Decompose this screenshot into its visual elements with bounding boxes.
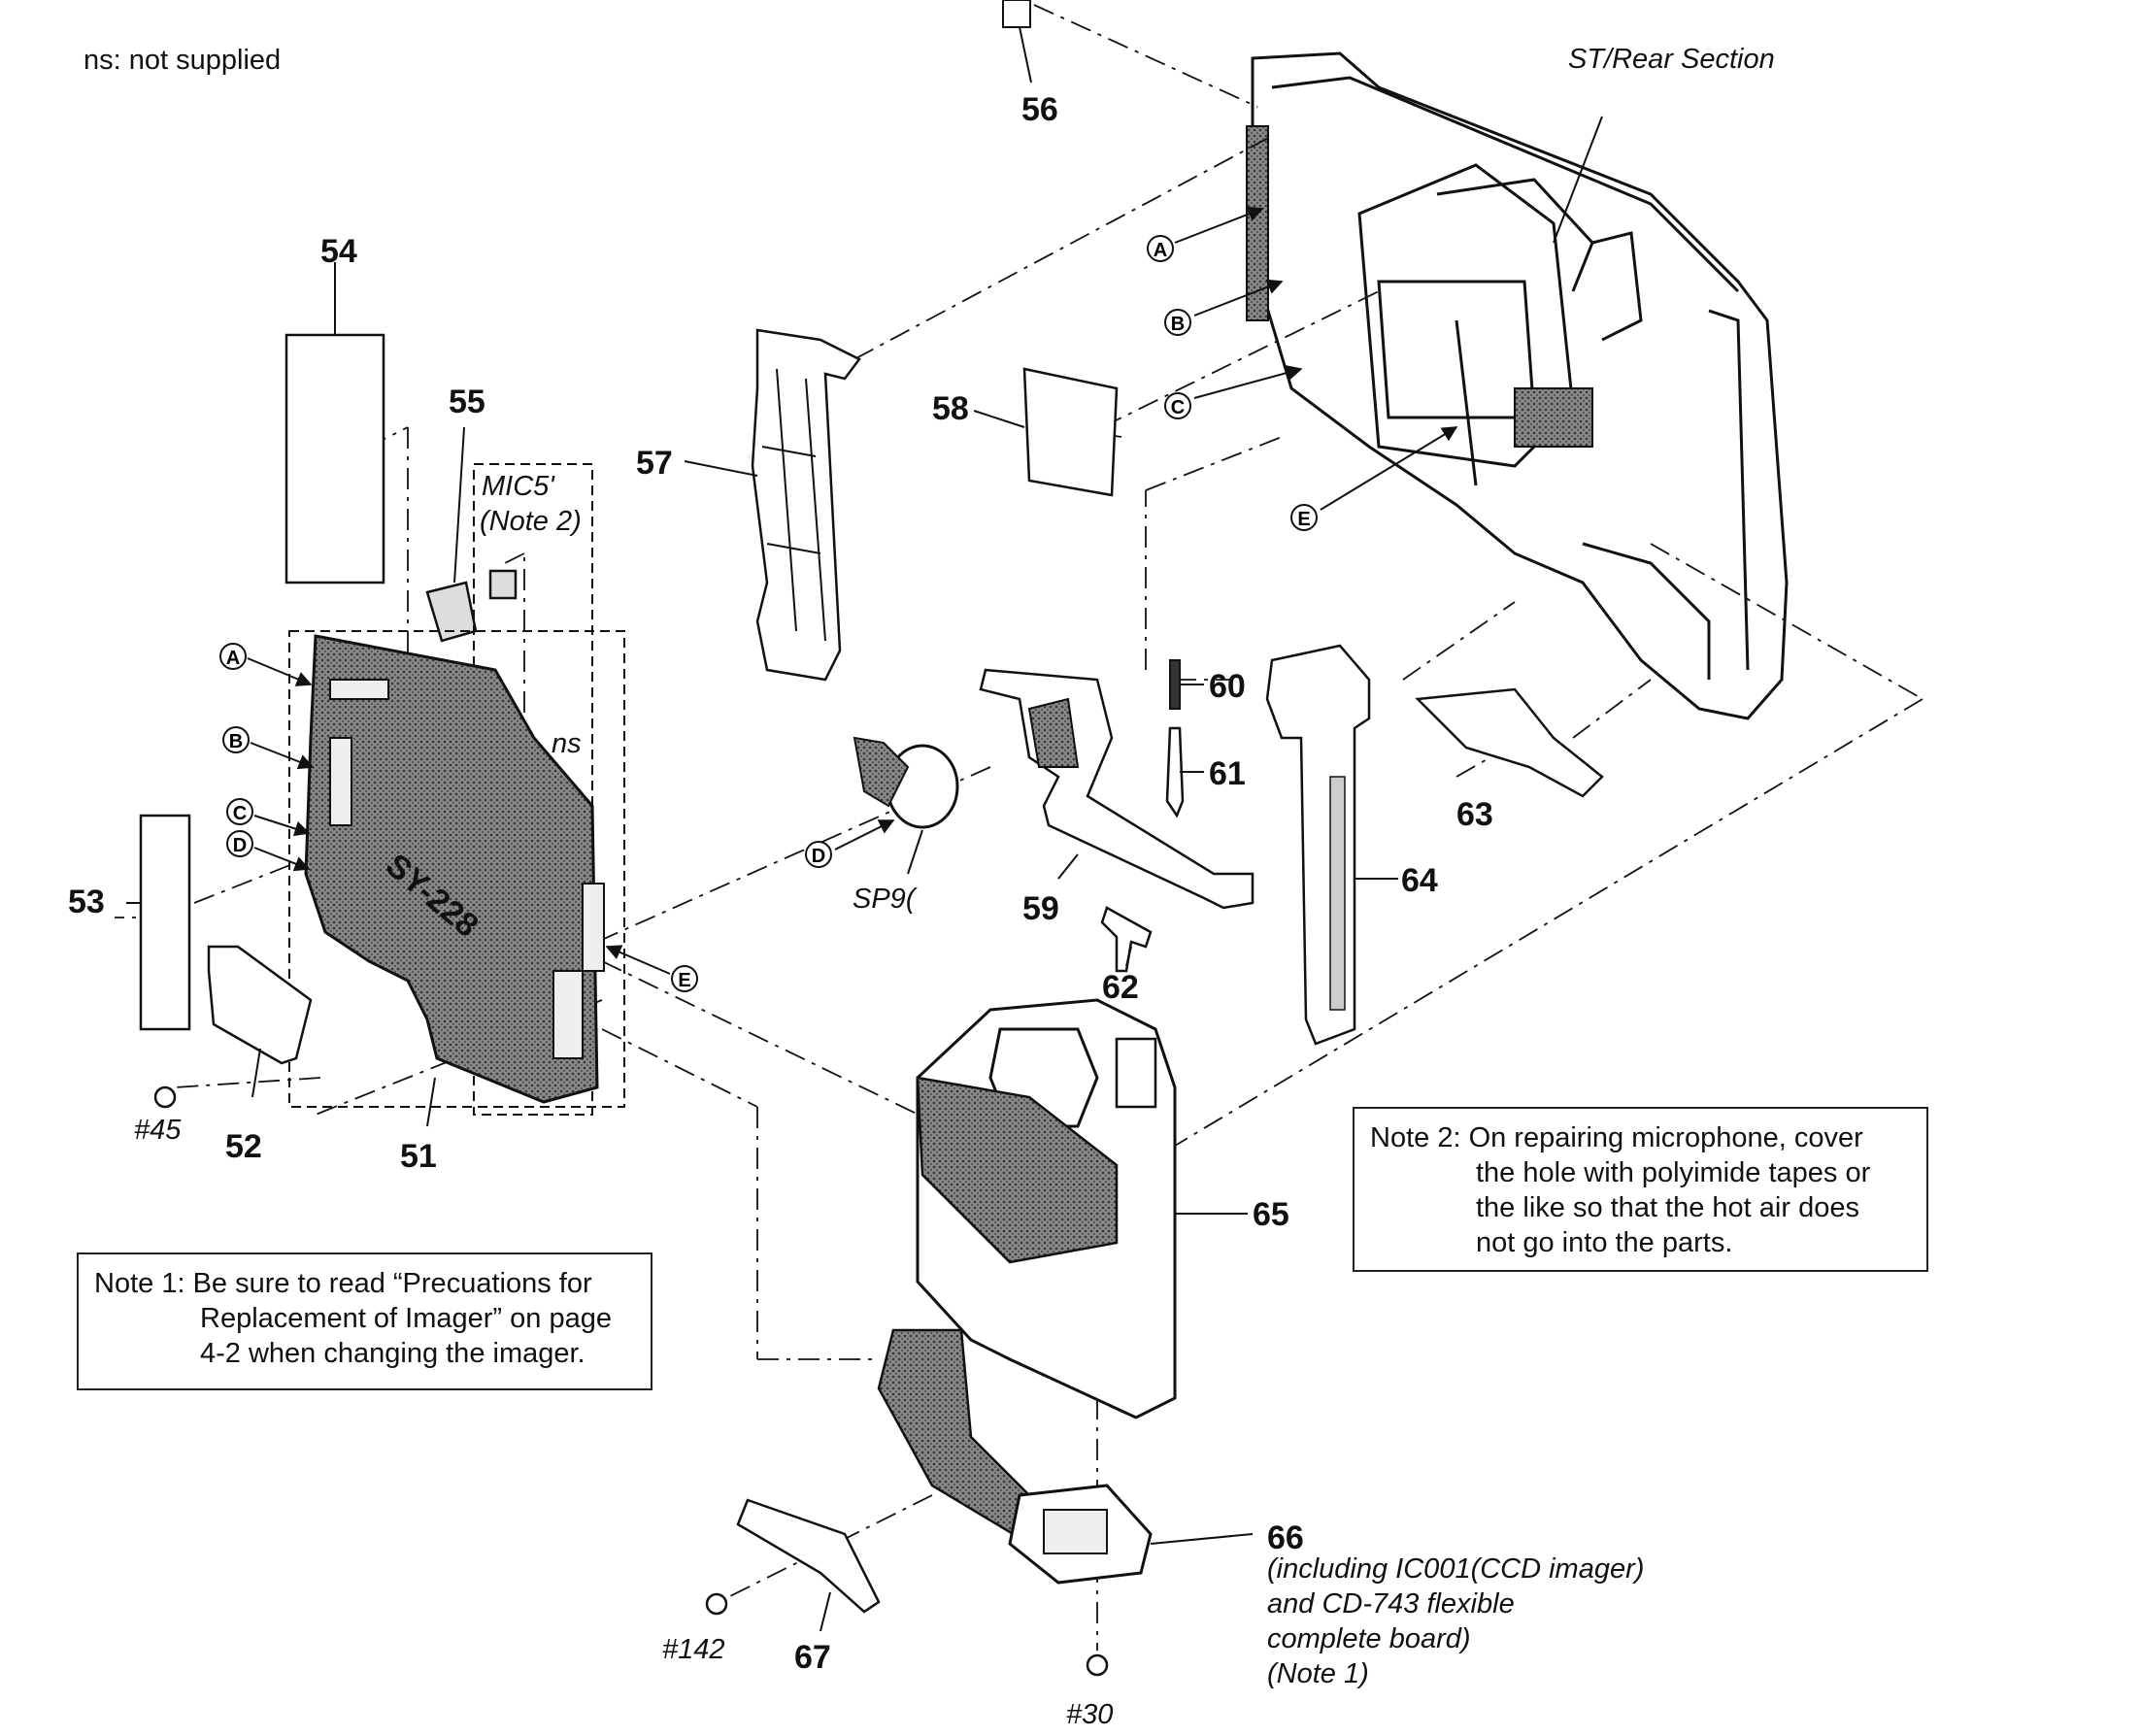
- note-2-line-1: On repairing microphone, cover: [1468, 1122, 1863, 1153]
- note-2-prefix: Note 2:: [1370, 1122, 1461, 1153]
- part-60-spring: [1169, 659, 1181, 710]
- leader-lines: [126, 410, 1398, 1632]
- note-1-line-1: Be sure to read “Precuations for: [192, 1268, 592, 1299]
- callout-e-right: E: [1290, 504, 1318, 531]
- note-2-line-2: the hole with polyimide tapes or: [1476, 1157, 1871, 1188]
- part-number-54: 54: [320, 233, 357, 270]
- part-number-59: 59: [1022, 890, 1059, 927]
- part-66-desc-1: (including IC001(CCD imager): [1267, 1553, 1644, 1585]
- part-56-leader: [1019, 26, 1032, 83]
- screw-30-head: [1086, 1653, 1109, 1677]
- screw-142-head: [705, 1592, 728, 1616]
- svg-text:A: A: [226, 648, 240, 669]
- part-53-sheet: [139, 814, 191, 1031]
- svg-text:E: E: [678, 970, 690, 991]
- part-67-bracket: [736, 1498, 881, 1614]
- part-57-holder: [751, 328, 861, 682]
- part-number-56: 56: [1021, 91, 1058, 128]
- part-51-board: [304, 634, 599, 1104]
- note-1-line-2: Replacement of Imager” on page: [200, 1303, 612, 1334]
- part-number-66: 66: [1267, 1519, 1304, 1556]
- part-66-sensor: [1043, 1509, 1108, 1554]
- callout-c-left: C: [226, 798, 253, 825]
- svg-text:D: D: [812, 846, 825, 867]
- part-number-51: 51: [400, 1138, 437, 1175]
- part-number-57: 57: [636, 445, 673, 482]
- note-2-box: Note 2: On repairing microphone, cover t…: [1353, 1107, 1928, 1272]
- svg-text:C: C: [233, 803, 247, 824]
- mic-ref-label: MIC5': [482, 471, 555, 502]
- note-2-line-3: the like so that the hot air does: [1476, 1192, 1859, 1223]
- ns-tag-label: ns: [552, 728, 582, 759]
- part-number-60: 60: [1209, 668, 1246, 705]
- board-connector-lower: [552, 970, 584, 1059]
- part-number-55: 55: [449, 384, 485, 420]
- part-62-lever: [1100, 906, 1153, 973]
- part-number-62: 62: [1102, 969, 1139, 1006]
- callout-d-left: D: [226, 830, 253, 857]
- speaker-bracket: [853, 736, 910, 808]
- part-65-cylinder: [1115, 1037, 1157, 1109]
- svg-text:E: E: [1297, 509, 1310, 530]
- screw-label-30: #30: [1066, 1699, 1113, 1730]
- screw-label-45: #45: [134, 1115, 182, 1146]
- section-leader: [1553, 116, 1603, 244]
- part-number-61: 61: [1209, 755, 1246, 792]
- screw-label-142: #142: [662, 1634, 725, 1665]
- board-connector-b: [329, 737, 352, 826]
- part-66-desc-2: and CD-743 flexible: [1267, 1588, 1515, 1619]
- part-64-detail: [1329, 776, 1346, 1011]
- part-57-detail: [761, 368, 826, 642]
- part-55-leader: [453, 426, 465, 584]
- part-65-flex: [916, 1076, 1119, 1264]
- mic-note-label: (Note 2): [480, 506, 582, 537]
- part-56-sheet: [1002, 0, 1031, 28]
- part-58-sheet: [1022, 367, 1119, 497]
- note-1-prefix: Note 1:: [94, 1268, 185, 1299]
- svg-text:C: C: [1171, 397, 1185, 418]
- callout-a-left: A: [219, 643, 247, 670]
- screw-45-head: [153, 1085, 177, 1109]
- section-title: ST/Rear Section: [1568, 44, 1775, 75]
- part-number-52: 52: [225, 1128, 262, 1165]
- svg-text:B: B: [229, 731, 243, 752]
- part-52-bracket: [207, 945, 313, 1065]
- mic-element: [488, 569, 518, 600]
- part-number-67: 67: [794, 1639, 831, 1676]
- callout-d-speaker: D: [805, 841, 832, 868]
- svg-text:A: A: [1154, 240, 1167, 261]
- note-2-line-4: not go into the parts.: [1476, 1227, 1733, 1258]
- board-connector-e: [582, 883, 605, 972]
- callout-c-right: C: [1164, 392, 1191, 419]
- part-51-dashed-box: [288, 630, 625, 1108]
- part-number-63: 63: [1456, 796, 1493, 833]
- part-66-desc-3: complete board): [1267, 1623, 1471, 1654]
- note-1-line-3: 4-2 when changing the imager.: [200, 1338, 585, 1369]
- callout-b-right: B: [1164, 309, 1191, 336]
- callout-b-left: B: [222, 726, 250, 753]
- callout-arrows: [247, 206, 1458, 975]
- ns-legend: ns: not supplied: [84, 45, 282, 76]
- rear-section-frame: [1251, 51, 1789, 720]
- svg-text:B: B: [1171, 314, 1185, 335]
- part-63-sheet: [1415, 687, 1604, 798]
- part-number-65: 65: [1253, 1196, 1289, 1233]
- part-64-panel: [1265, 644, 1371, 1046]
- part-number-53: 53: [68, 884, 105, 920]
- svg-text:D: D: [233, 835, 247, 856]
- board-connector-a: [329, 679, 389, 700]
- callout-a-right: A: [1147, 235, 1174, 262]
- rear-section-connector: [1246, 125, 1269, 321]
- part-59-flex: [1027, 697, 1080, 768]
- part-61-pin: [1165, 726, 1185, 818]
- rear-section-flex: [1514, 387, 1593, 448]
- part-66-desc-4: (Note 1): [1267, 1658, 1369, 1689]
- part-number-64: 64: [1401, 862, 1438, 899]
- callout-e-left: E: [671, 965, 698, 992]
- part-number-58: 58: [932, 390, 969, 427]
- note-1-box: Note 1: Be sure to read “Precuations for…: [77, 1252, 652, 1390]
- speaker-ref-label: SP9(: [853, 884, 919, 915]
- part-54-sheet: [284, 333, 385, 584]
